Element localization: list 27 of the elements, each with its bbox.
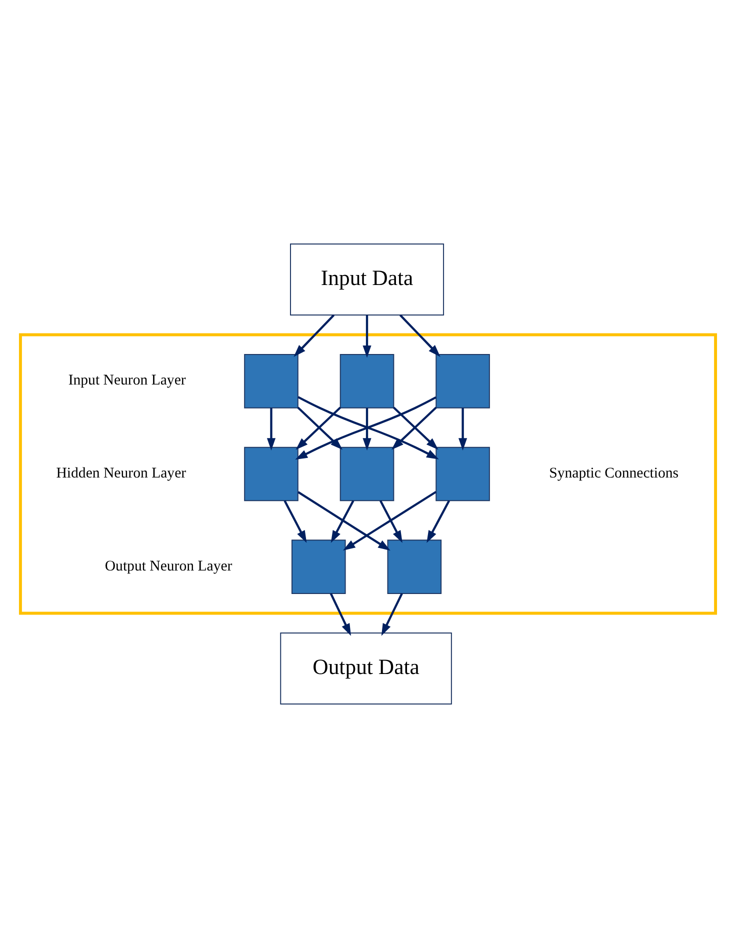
label: Hidden Neuron Layer bbox=[56, 464, 186, 481]
label: Input Neuron Layer bbox=[68, 372, 186, 388]
node-box: Input Data bbox=[290, 242, 444, 316]
arrow bbox=[458, 407, 468, 450]
label: Output Neuron Layer bbox=[104, 558, 232, 574]
arrow bbox=[362, 407, 372, 450]
arrow bbox=[330, 500, 354, 542]
node-box bbox=[244, 354, 298, 408]
arrow bbox=[266, 407, 276, 450]
label: Synaptic Connections bbox=[549, 464, 679, 481]
node-box bbox=[340, 446, 394, 501]
arrow bbox=[381, 592, 403, 636]
arrow bbox=[298, 490, 390, 550]
node-box bbox=[340, 354, 394, 408]
arrow bbox=[330, 592, 351, 636]
arrow bbox=[362, 314, 372, 358]
node-box bbox=[291, 539, 346, 594]
arrow bbox=[284, 500, 307, 542]
arrow bbox=[426, 500, 450, 542]
cluster bbox=[18, 332, 718, 614]
node-box bbox=[436, 354, 490, 408]
arrow bbox=[380, 500, 402, 542]
node-box bbox=[436, 446, 490, 501]
arrow bbox=[342, 490, 437, 550]
node-box bbox=[387, 539, 442, 594]
node-box bbox=[244, 446, 298, 501]
node-box: Output Data bbox=[280, 632, 452, 704]
